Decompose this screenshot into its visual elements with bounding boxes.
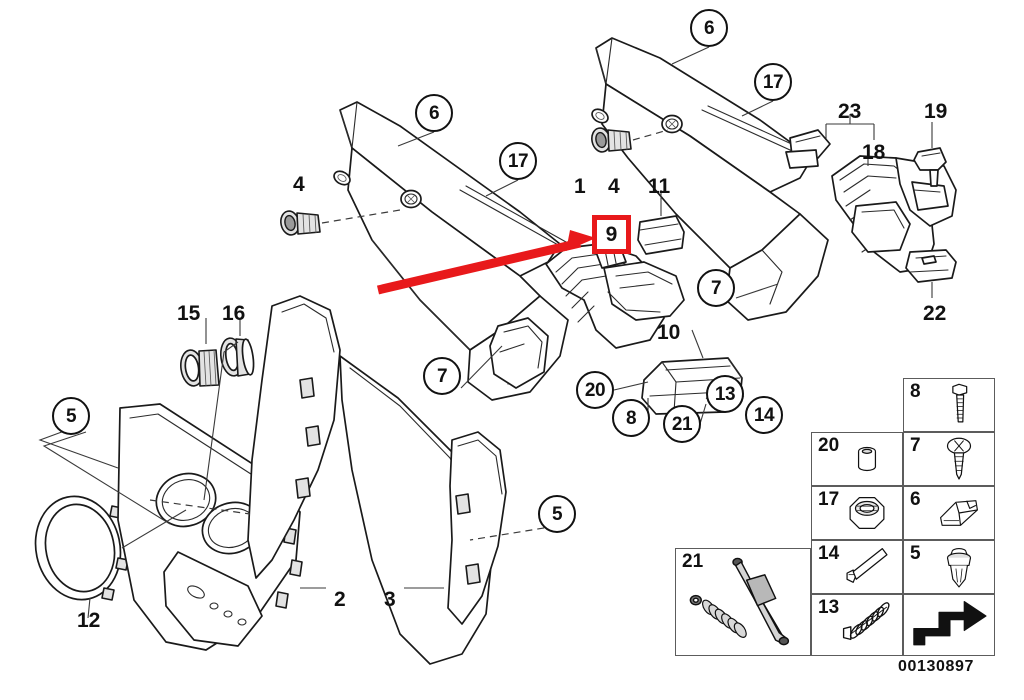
- label-3: 3: [384, 588, 396, 611]
- callout-label: 17: [507, 150, 529, 172]
- legend-number-7: 7: [910, 435, 921, 456]
- spacer-sleeve-icon: [836, 436, 898, 482]
- highlighted-part-number-9[interactable]: 9: [592, 215, 631, 254]
- callout-label: 6: [428, 102, 440, 124]
- callout-6-left[interactable]: 6: [415, 94, 453, 132]
- part-22-cap: [905, 249, 957, 298]
- hardware-legend-table: 8 20 7: [675, 378, 995, 656]
- legend-cell-20[interactable]: 20: [811, 432, 903, 486]
- part-upper-pillar-trim-right: [591, 37, 829, 321]
- legend-cell-6[interactable]: 6: [903, 486, 995, 540]
- part-4-grommet-right: [591, 127, 669, 153]
- label-4-right: 4: [608, 175, 620, 198]
- callout-21[interactable]: 21: [663, 405, 701, 443]
- callout-label: 14: [753, 404, 775, 426]
- part-19-clip: [913, 122, 947, 187]
- legend-number-17: 17: [818, 489, 840, 510]
- callout-13[interactable]: 13: [706, 375, 744, 413]
- part-7-sill-piece-center: [489, 317, 549, 389]
- callout-label: 21: [671, 413, 693, 435]
- lock-nut-icon: [836, 490, 898, 536]
- label-22: 22: [923, 302, 947, 325]
- pan-head-screw-icon: [928, 436, 990, 482]
- legend-cell-14[interactable]: 14: [811, 540, 903, 594]
- diagram-id-label: 00130897: [898, 658, 974, 675]
- callout-leader-lines: [38, 46, 779, 549]
- callout-5-left[interactable]: 5: [52, 397, 90, 435]
- label-23: 23: [838, 100, 862, 123]
- legend-cell-21[interactable]: 21: [675, 548, 811, 656]
- label-15: 15: [177, 302, 201, 325]
- part-upper-pillar-trim-left: [333, 101, 569, 401]
- legend-number-8: 8: [910, 381, 921, 402]
- callout-label: 13: [714, 383, 736, 405]
- part-12-trim-ring: [34, 495, 129, 619]
- highlight-label: 9: [605, 223, 618, 246]
- part-18-wheelhouse-liner-right: [831, 155, 957, 273]
- callout-7-right[interactable]: 7: [697, 269, 735, 307]
- legend-cell-7[interactable]: 7: [903, 432, 995, 486]
- legend-number-20: 20: [818, 435, 840, 456]
- legend-cell-5[interactable]: 5: [903, 540, 995, 594]
- label-2: 2: [334, 588, 346, 611]
- legend-number-5: 5: [910, 543, 921, 564]
- callout-label: 5: [65, 405, 77, 427]
- part-23-bracket: [785, 114, 875, 169]
- direction-arrow-icon: [908, 598, 990, 652]
- legend-number-14: 14: [818, 543, 840, 564]
- legend-cell-17[interactable]: 17: [811, 486, 903, 540]
- legend-cell-8[interactable]: 8: [903, 378, 995, 432]
- hex-head-bolt-icon: [928, 382, 990, 428]
- red-annotation-arrow: [376, 230, 596, 295]
- callout-label: 7: [436, 365, 448, 387]
- legend-number-6: 6: [910, 489, 921, 510]
- part-3-inner-panel: [247, 295, 507, 665]
- label-19: 19: [924, 100, 948, 123]
- legend-cell-13[interactable]: 13: [811, 594, 903, 656]
- label-12: 12: [77, 609, 101, 632]
- callout-17-left[interactable]: 17: [499, 142, 537, 180]
- part-15-speaker-grille: [180, 318, 220, 387]
- callout-7-center[interactable]: 7: [423, 357, 461, 395]
- expanding-rivet-icon: [928, 544, 990, 590]
- label-18: 18: [862, 141, 886, 164]
- callout-8[interactable]: 8: [612, 399, 650, 437]
- label-16: 16: [222, 302, 246, 325]
- legend-number-13: 13: [818, 597, 840, 618]
- part-4-grommet-left: [280, 209, 401, 236]
- callout-17-right[interactable]: 17: [754, 63, 792, 101]
- label-10: 10: [657, 321, 681, 344]
- callout-6-right[interactable]: 6: [690, 9, 728, 47]
- part-16-speaker-ring: [219, 318, 255, 377]
- callout-label: 17: [762, 71, 784, 93]
- callout-label: 20: [584, 379, 606, 401]
- callout-label: 5: [551, 503, 563, 525]
- callout-label: 6: [703, 17, 715, 39]
- label-1: 1: [574, 175, 586, 198]
- label-11: 11: [648, 175, 671, 198]
- legend-number-21: 21: [682, 551, 704, 572]
- coil-spring-icon: [836, 598, 898, 652]
- gas-strut-and-spring-icon: [680, 553, 806, 651]
- legend-cell-direction-arrow[interactable]: [903, 594, 995, 656]
- callout-14[interactable]: 14: [745, 396, 783, 434]
- callout-20[interactable]: 20: [576, 371, 614, 409]
- callout-5-right[interactable]: 5: [538, 495, 576, 533]
- long-bolt-icon: [836, 544, 898, 590]
- callout-label: 8: [625, 407, 637, 429]
- label-4-left: 4: [293, 173, 305, 196]
- callout-label: 7: [710, 277, 722, 299]
- part-11-cover: [637, 190, 685, 255]
- spring-clip-icon: [928, 490, 990, 536]
